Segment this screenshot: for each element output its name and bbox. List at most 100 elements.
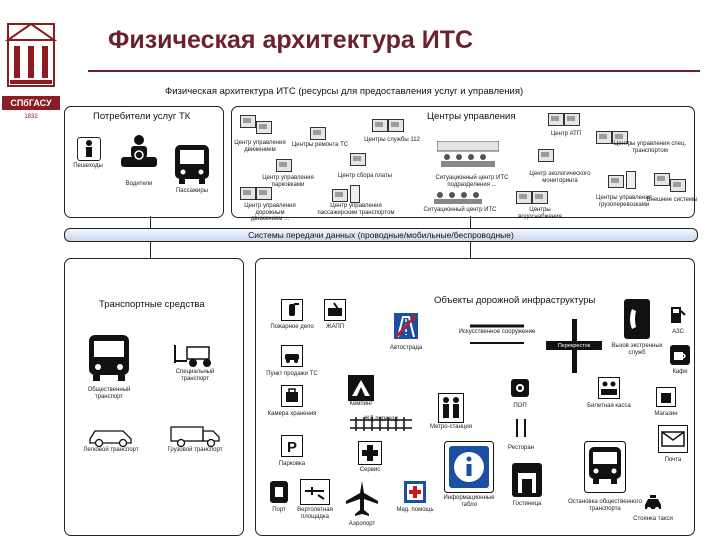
center-label: Центр экологического мониторинга xyxy=(529,171,591,184)
diagram-header: Физическая архитектура ИТС (ресурсы для … xyxy=(165,86,524,97)
workstation-icon xyxy=(612,131,628,144)
infrastructure-label: Пожарное депо xyxy=(270,324,314,330)
workstation-icon xyxy=(596,131,612,144)
infrastructure-label: Ресторан xyxy=(507,445,535,451)
situation-room-icon xyxy=(432,189,484,210)
control-centers-panel: Центры управления Центр управления движе… xyxy=(231,106,697,222)
center-label: Центр управления движением xyxy=(234,140,286,153)
parking-icon: P xyxy=(281,435,303,462)
consumers-title: Потребители услуг ТК xyxy=(93,111,191,122)
emergency-call-icon xyxy=(624,299,650,344)
helipad-icon xyxy=(300,479,330,510)
crossroad-icon xyxy=(546,319,602,378)
railway-crossing-icon xyxy=(350,417,412,436)
taxi-icon xyxy=(642,493,664,518)
infrastructure-label: Почта xyxy=(664,457,682,463)
university-logo: СПбГАСУ 1832 xyxy=(2,18,60,128)
consumer-label: Водители xyxy=(125,181,153,187)
vehicles-title: Транспортные средства xyxy=(99,299,205,310)
center-label: Центры управления спец. транспортом xyxy=(613,141,687,154)
centers-title: Центры управления xyxy=(427,111,516,122)
connector-line xyxy=(470,240,471,258)
title-underline xyxy=(88,70,700,72)
infrastructure-label: Аэропорт xyxy=(348,521,376,527)
workstation-icon xyxy=(240,115,256,128)
workstation-icon xyxy=(332,189,348,202)
center-label: Ситуационный центр ИТС подразделения ... xyxy=(435,175,509,188)
center-label: Центры водоснабжения xyxy=(518,207,562,220)
infrastructure-label: ЖАПП xyxy=(325,324,345,330)
infrastructure-panel: Объекты дорожной инфраструктуры Пожарное… xyxy=(255,258,695,536)
metro-icon xyxy=(438,393,464,428)
bus-label: Системы передачи данных (проводные/мобил… xyxy=(248,230,514,240)
consumers-panel: Потребители услуг ТК Пешеходы Водители П… xyxy=(64,106,224,218)
center-label: Центр сбора платы xyxy=(338,173,392,179)
center-label: Центры управления грузоперевозками xyxy=(596,195,652,208)
motorway-icon xyxy=(394,313,418,344)
infrastructure-label: Остановка общественного транспорта xyxy=(568,499,642,512)
connector-line xyxy=(150,240,151,258)
mail-icon xyxy=(658,425,688,458)
workstation-icon xyxy=(532,191,548,204)
camping-icon xyxy=(348,375,374,406)
infrastructure-label: Мед. помощь xyxy=(396,507,434,513)
connector-line xyxy=(150,216,151,228)
logo-year: 1832 xyxy=(24,114,38,120)
vehicle-label: Легковой транспорт xyxy=(83,447,139,453)
infrastructure-label: Кемпинг xyxy=(349,401,373,407)
server-icon xyxy=(350,185,360,203)
infrastructure-label: Стоянка такси xyxy=(633,516,673,522)
vehicle-label: Общественный транспорт xyxy=(87,387,131,400)
workstation-icon xyxy=(256,187,272,200)
fuel-icon xyxy=(668,305,688,330)
infrastructure-label: Гостиница xyxy=(512,501,542,507)
data-transfer-bus: Системы передачи данных (проводные/мобил… xyxy=(64,228,698,242)
workstation-icon xyxy=(564,113,580,126)
service-icon xyxy=(358,441,382,470)
workstation-icon xyxy=(538,149,554,162)
logo-text: СПбГАСУ xyxy=(10,98,52,108)
infrastructure-label: Камера хранения xyxy=(267,411,317,417)
situation-room-icon xyxy=(436,140,500,174)
consumer-label: Пешеходы xyxy=(73,163,103,169)
center-label: Центры ремонта ТС xyxy=(291,142,349,148)
infrastructure-label: Метро-станция xyxy=(430,424,472,430)
infrastructure-label: Парковка xyxy=(278,461,306,467)
infrastructure-label: ЖД переезд xyxy=(364,416,398,422)
server-icon xyxy=(626,171,636,189)
pedestrian-icon xyxy=(77,137,101,161)
infrastructure-label: Вертолетная площадка xyxy=(297,507,333,520)
workstation-icon xyxy=(240,187,256,200)
infrastructure-label: Сервис xyxy=(359,467,381,473)
public-transport-icon xyxy=(87,333,131,388)
infrastructure-label: Перекресток xyxy=(557,343,591,349)
infrastructure-label: Искусственное сооружение xyxy=(458,329,536,335)
center-label: Ситуационный центр ИТС ... xyxy=(423,207,497,220)
workstation-icon xyxy=(608,175,624,188)
ticket-icon xyxy=(324,299,346,326)
restaurant-icon xyxy=(512,417,530,444)
workstation-icon xyxy=(350,153,366,166)
bus-icon xyxy=(173,143,211,190)
center-label: Центр управления пассажирским транспорто… xyxy=(317,203,395,216)
center-label: Внешние системы xyxy=(646,197,698,203)
car-icon xyxy=(87,425,135,452)
ticket-office-icon xyxy=(598,377,620,404)
slide-title: Физическая архитектура ИТС xyxy=(108,26,474,54)
workstation-icon xyxy=(670,179,686,192)
infrastructure-label: Магазин xyxy=(654,411,678,417)
workstation-icon xyxy=(516,191,532,204)
center-label: Центр управления дорожным движением ... xyxy=(244,203,296,222)
consumer-label: Пассажиры xyxy=(175,188,208,194)
police-icon xyxy=(511,379,529,402)
workstation-icon xyxy=(310,127,326,140)
infrastructure-label: Порт xyxy=(272,507,286,513)
workstation-icon xyxy=(256,121,272,134)
shop-icon xyxy=(656,387,676,412)
medical-icon xyxy=(404,481,426,508)
infrastructure-label: Билетная касса xyxy=(587,403,631,409)
center-label: Центры службы 112 xyxy=(364,137,420,143)
infrastructure-label: Пункт продажи ТС xyxy=(266,371,318,377)
vehicles-panel: Транспортные средства Общественный транс… xyxy=(64,258,244,536)
cafe-icon xyxy=(670,345,690,370)
